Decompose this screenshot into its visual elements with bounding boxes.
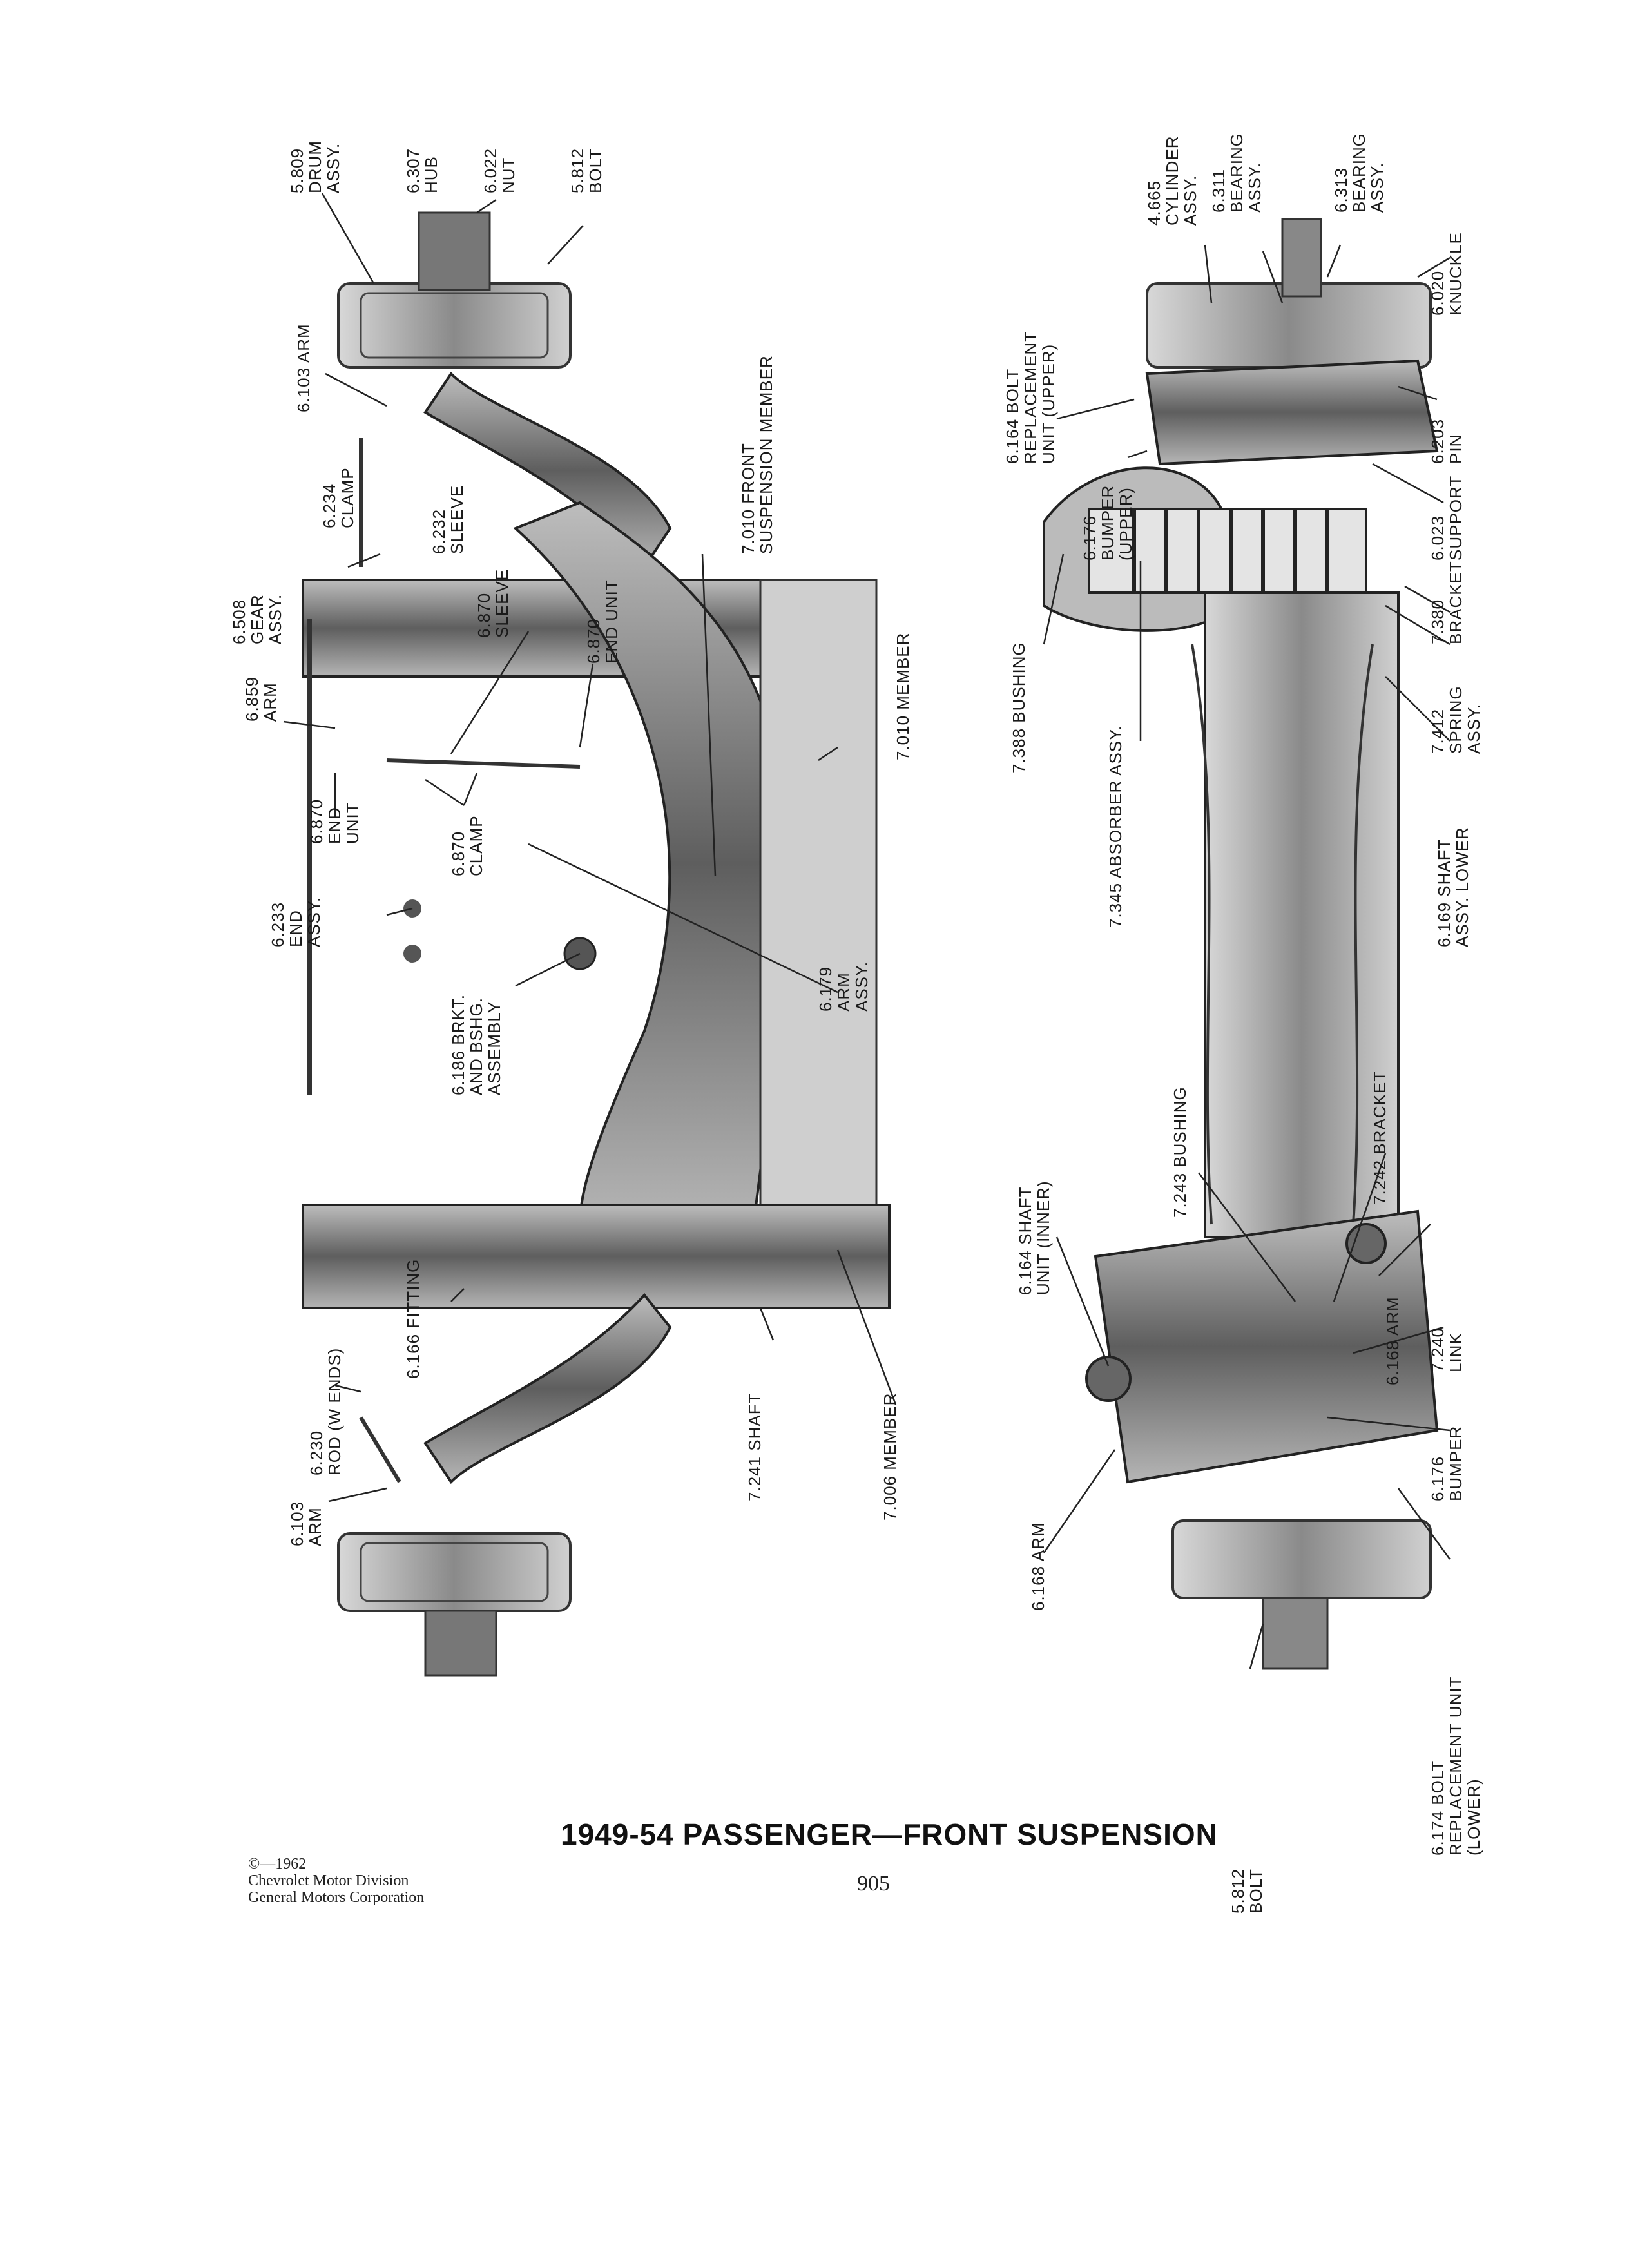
right-view [1043, 218, 1439, 1670]
right-callout-4: 6.164 BOLTREPLACEMENTUNIT (UPPER) [1003, 331, 1058, 464]
left-callout-20: 6.166 FITTING [403, 1259, 423, 1379]
left-callout-3: 6.022NUT [481, 148, 518, 193]
right-callout-15: 7.242 BRACKET [1370, 1071, 1389, 1205]
left-callout-8: 6.508GEARASSY. [229, 594, 285, 644]
left-callout-16: 6.233ENDASSY. [268, 897, 323, 947]
left-callout-18: 6.179ARMASSY. [816, 961, 871, 1012]
right-callout-22: 5.812BOLT [1228, 1869, 1266, 1914]
right-callout-5: 6.020KNUCKLE [1428, 232, 1465, 316]
left-callout-21: 7.241 SHAFT [745, 1392, 764, 1501]
right-callout-7: 6.203PIN [1428, 419, 1465, 464]
left-callout-13: 6.870ENDUNIT [307, 799, 362, 844]
right-callout-13: 6.169 SHAFTASSY. LOWER [1434, 827, 1472, 947]
right-callout-21: 6.174 BOLTREPLACEMENT UNIT(LOWER) [1428, 1677, 1483, 1856]
copyright-line-2: General Motors Corporation [248, 1889, 425, 1906]
left-callout-6: 6.234CLAMP [320, 467, 357, 528]
right-callout-19: 6.176BUMPER [1428, 1426, 1465, 1501]
left-callout-4: 5.812BOLT [568, 148, 605, 193]
right-callout-9: 7.380BRACKET [1428, 561, 1465, 644]
left-callout-12: 6.859ARM [242, 677, 280, 722]
page-number: 905 [857, 1872, 890, 1896]
right-callout-12: 7.345 ABSORBER ASSY. [1106, 726, 1125, 928]
right-callout-6: 6.176BUMPER(UPPER) [1080, 485, 1135, 561]
callout-labels: 5.809DRUMASSY. 6.307HUB 6.022NUT 5.812BOLT 6… [229, 133, 1483, 1914]
left-callout-17: 6.186 BRKT.AND BSHG.ASSEMBLY [448, 994, 504, 1095]
right-callout-11: 7.412SPRINGASSY. [1428, 686, 1483, 754]
left-callout-19: 6.230ROD (W ENDS) [307, 1348, 344, 1475]
right-callout-3: 6.313BEARINGASSY. [1331, 133, 1387, 213]
left-callout-15: 7.010 MEMBER [893, 633, 912, 760]
left-callout-10: 6.870END UNIT [584, 579, 621, 664]
copyright-year: ©—1962 [248, 1856, 307, 1872]
copyright-line-1: Chevrolet Motor Division [248, 1872, 409, 1889]
right-callout-20: 6.168 ARM [1028, 1522, 1048, 1611]
right-callout-16: 6.164 SHAFTUNIT (INNER) [1016, 1180, 1053, 1295]
right-callout-2: 6.311BEARINGASSY. [1209, 133, 1264, 213]
left-callout-5: 6.103 ARM [294, 323, 313, 412]
right-callout-14: 7.243 BUSHING [1170, 1086, 1190, 1218]
left-callout-11: 7.010 FRONTSUSPENSION MEMBER [738, 355, 776, 554]
left-callout-9: 6.870SLEEVE [474, 569, 512, 638]
right-callout-8: 6.023SUPPORT [1428, 476, 1465, 561]
copyright-notice: ©—1962 Chevrolet Motor Division General … [248, 1856, 424, 1906]
left-callout-1: 5.809DRUMASSY. [287, 140, 343, 193]
left-callout-2: 6.307HUB [403, 148, 441, 193]
leader-lines [283, 193, 1451, 1669]
left-callout-7: 6.232SLEEVE [429, 485, 467, 554]
right-callout-17: 6.168 ARM [1383, 1296, 1402, 1385]
left-callout-23: 6.103ARM [287, 1501, 325, 1546]
right-callout-18: 7.240LINK [1428, 1327, 1465, 1372]
page-title: 1949-54 PASSENGER—FRONT SUSPENSION [561, 1818, 1218, 1851]
left-callout-22: 7.006 MEMBER [880, 1393, 900, 1521]
left-callout-14: 6.870CLAMP [448, 815, 486, 876]
left-view [302, 211, 891, 1677]
right-callout-10: 7.388 BUSHING [1009, 642, 1028, 773]
right-callout-1: 4.665CYLINDERASSY. [1144, 136, 1200, 226]
